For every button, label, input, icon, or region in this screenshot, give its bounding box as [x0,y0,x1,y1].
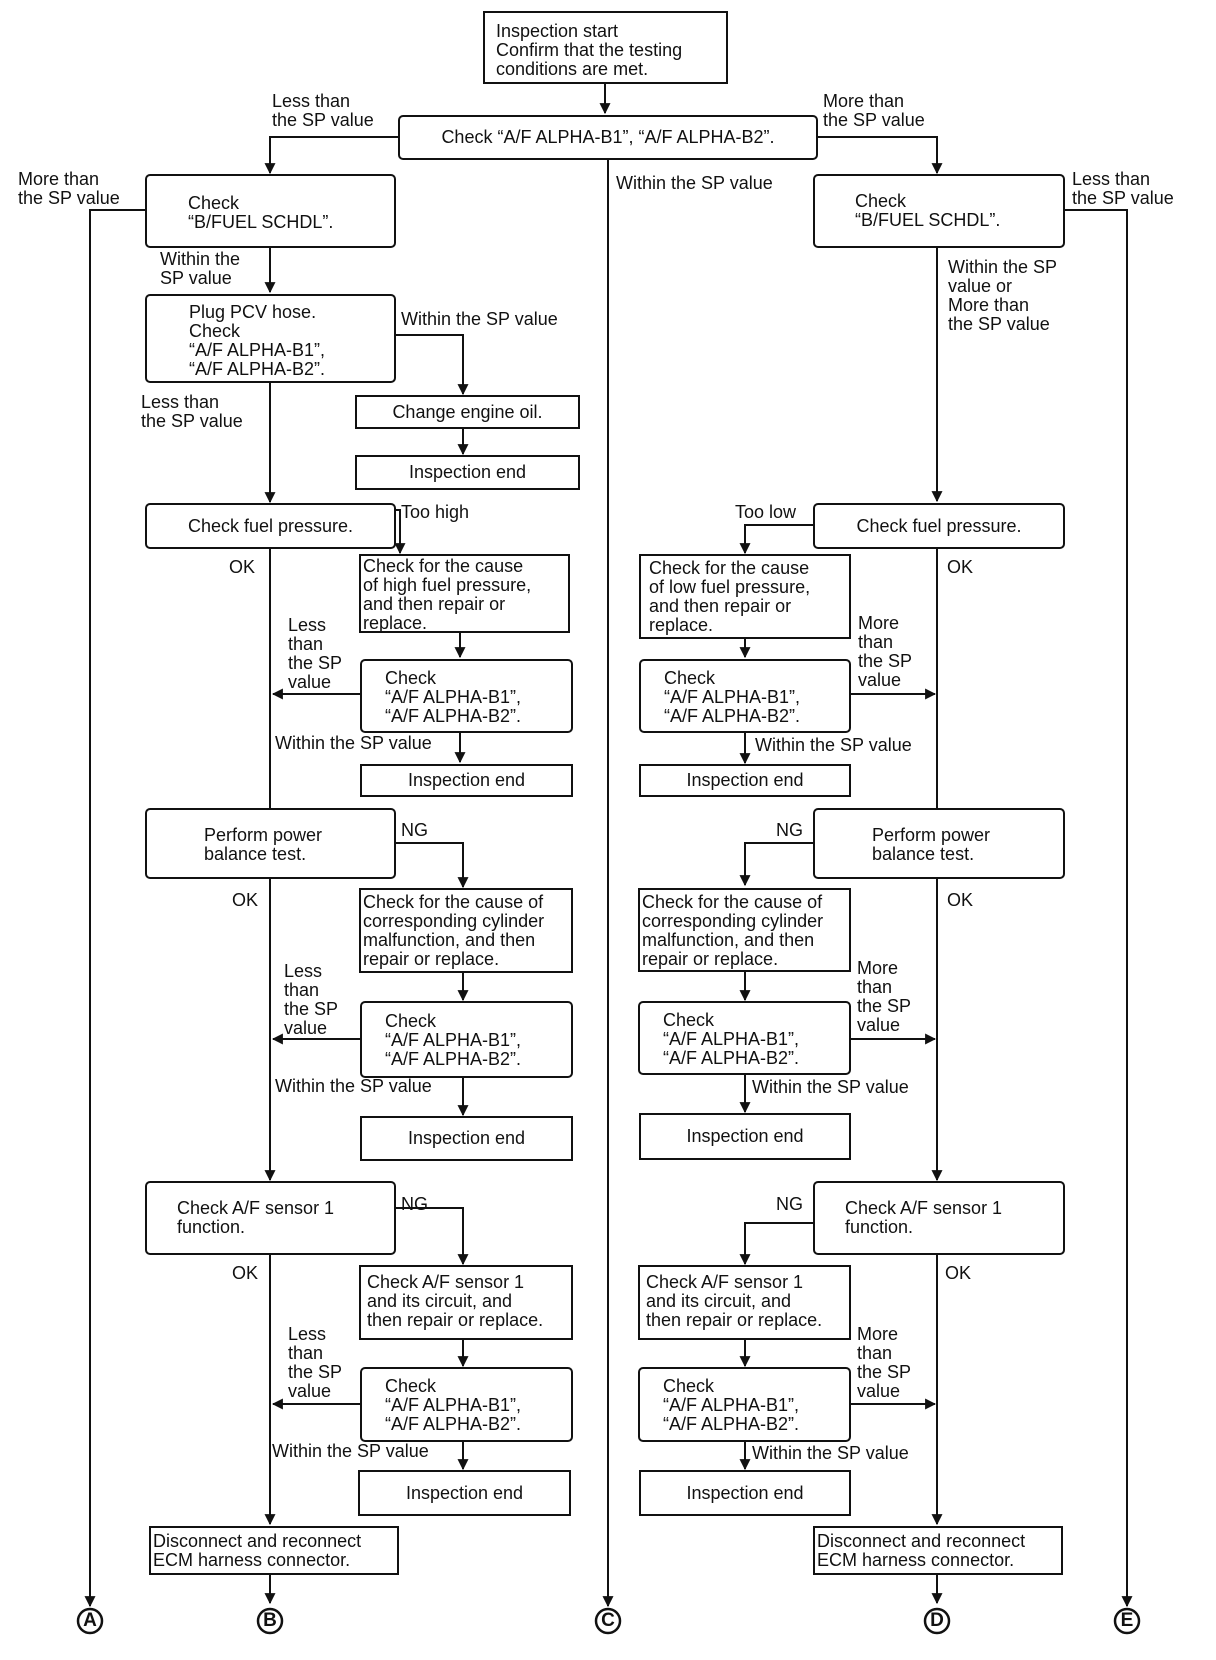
check-alpha-left-1-box: Check “A/F ALPHA-B1”, “A/F ALPHA-B2”. [360,659,573,733]
label-too-high: Too high [401,502,470,522]
ecm-reconnect-left-box: Disconnect and reconnect ECM harness con… [149,1526,399,1575]
label-less-than-sp-top: Less than the SP value [272,91,374,130]
label-within-sp-center: Within the SP value [616,173,773,193]
connector-e-icon: E [1113,1607,1141,1635]
label-ok-left-1: OK [229,557,256,577]
label-more-than-sp-right-2: More than the SP value [857,958,912,1035]
label-less-than-sp-pcv: Less than the SP value [141,392,243,431]
inspection-end-oil-box: Inspection end [355,455,580,490]
check-alpha-top-box: Check “A/F ALPHA-B1”, “A/F ALPHA-B2”. [398,115,818,160]
line-to-connector-e [1065,209,1133,1608]
check-fuel-schdl-left-box: Check “B/FUEL SCHDL”. [145,174,396,248]
label-more-than-sp-right-1: More than the SP value [858,613,913,690]
label-within-sp-left-1: Within the SP value [275,733,432,753]
connector-d-icon: D [923,1607,951,1635]
label-within-sp-left-3: Within the SP value [272,1441,429,1461]
check-alpha-right-3-box: Check “A/F ALPHA-B1”, “A/F ALPHA-B2”. [638,1367,851,1442]
inspection-end-right-2-box: Inspection end [639,1113,851,1160]
inspection-end-left-1-box: Inspection end [360,764,573,797]
cylinder-cause-right-box: Check for the cause of corresponding cyl… [638,888,851,972]
cylinder-cause-left-box: Check for the cause of corresponding cyl… [359,888,573,973]
check-alpha-left-2-box: Check “A/F ALPHA-B1”, “A/F ALPHA-B2”. [360,1001,573,1078]
inspection-end-left-3-box: Inspection end [358,1470,571,1516]
label-ng-right-3: NG [776,1194,803,1214]
af-circuit-right-box: Check A/F sensor 1 and its circuit, and … [638,1265,851,1340]
label-too-low: Too low [735,502,797,522]
label-more-than-sp-far-left: More than the SP value [18,169,120,208]
label-more-than-sp-right-3: More than the SP value [857,1324,912,1401]
check-fuel-pressure-left-box: Check fuel pressure. [145,503,396,549]
label-ng-left-2: NG [401,820,428,840]
ecm-reconnect-right-box: Disconnect and reconnect ECM harness con… [813,1526,1063,1575]
label-ok-left-3: OK [232,1263,259,1283]
label-within-sp-right-2: Within the SP value [752,1077,909,1097]
label-within-or-more-sp-right: Within the SP value or More than the SP … [948,257,1058,334]
label-ok-right-3: OK [945,1263,972,1283]
plug-pcv-box: Plug PCV hose. Check “A/F ALPHA-B1”, “A/… [145,294,396,383]
label-ok-left-2: OK [232,890,259,910]
label-less-than-sp-left-3: Less than the SP value [288,1324,343,1401]
power-balance-left-box: Perform power balance test. [145,808,396,879]
label-ng-left-3: NG [401,1194,428,1214]
label-within-sp-right-3: Within the SP value [752,1443,909,1463]
check-alpha-right-2-box: Check “A/F ALPHA-B1”, “A/F ALPHA-B2”. [638,1001,851,1075]
inspection-end-right-3-box: Inspection end [639,1470,851,1516]
af-sensor-left-box: Check A/F sensor 1 function. [145,1181,396,1255]
connector-a-icon: A [76,1607,104,1635]
af-sensor-right-box: Check A/F sensor 1 function. [813,1181,1065,1255]
label-less-than-sp-left-2: Less than the SP value [284,961,339,1038]
inspection-start-box: Inspection start Confirm that the testin… [483,11,728,84]
check-fuel-pressure-right-box: Check fuel pressure. [813,503,1065,549]
check-alpha-left-3-box: Check “A/F ALPHA-B1”, “A/F ALPHA-B2”. [360,1367,573,1442]
line-to-connector-a [84,209,145,1608]
label-within-sp-left-2: Within the SP value [275,1076,432,1096]
connector-b-icon: B [256,1607,284,1635]
cause-low-fuel-pressure-box: Check for the cause of low fuel pressure… [639,554,851,639]
label-less-than-sp-left-1: Less than the SP value [288,615,343,692]
label-more-than-sp-top: More than the SP value [823,91,925,130]
label-within-sp-right-1: Within the SP value [755,735,912,755]
label-ng-right-2: NG [776,820,803,840]
inspection-end-left-2-box: Inspection end [360,1116,573,1161]
inspection-end-right-1-box: Inspection end [639,764,851,797]
label-ok-right-2: OK [947,890,974,910]
label-less-than-sp-far-right: Less than the SP value [1072,169,1174,208]
connector-c-icon: C [594,1607,622,1635]
af-circuit-left-box: Check A/F sensor 1 and its circuit, and … [359,1265,573,1340]
label-ok-right-1: OK [947,557,974,577]
power-balance-right-box: Perform power balance test. [813,808,1065,879]
check-alpha-right-1-box: Check “A/F ALPHA-B1”, “A/F ALPHA-B2”. [639,659,851,733]
check-fuel-schdl-right-box: Check “B/FUEL SCHDL”. [813,174,1065,248]
label-within-sp-pcv: Within the SP value [401,309,558,329]
label-within-sp-schdl-left: Within the SP value [160,249,241,288]
cause-high-fuel-pressure-box: Check for the cause of high fuel pressur… [359,554,570,633]
change-engine-oil-box: Change engine oil. [355,395,580,429]
